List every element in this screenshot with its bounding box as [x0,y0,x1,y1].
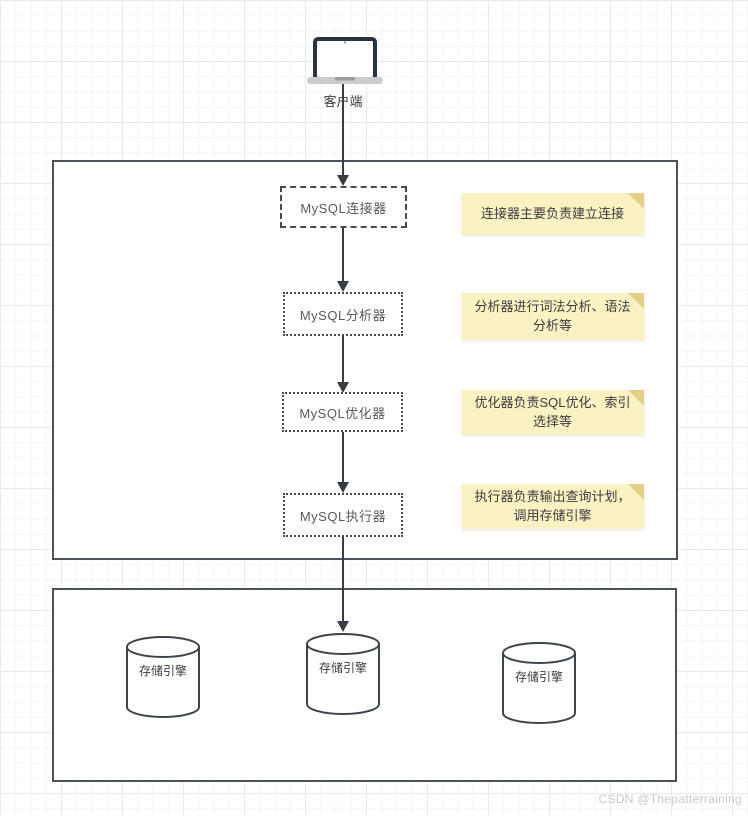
mysql-optimizer-box[interactable]: MySQL优化器 [282,392,403,432]
mysql-executor-label: MySQL执行器 [299,508,387,524]
flow-line-parser-optimizer [342,336,344,382]
flow-line-optimizer-executor [342,432,344,482]
arrow-down-icon [337,482,349,493]
arrow-down-icon [337,382,349,393]
storage-engine-cylinder[interactable]: 存储引擎 [502,642,576,726]
mysql-executor-box[interactable]: MySQL执行器 [283,493,403,537]
optimizer-note: 优化器负责SQL优化、索引选择等 [461,390,644,435]
arrow-down-icon [337,281,349,292]
mysql-parser-box[interactable]: MySQL分析器 [283,292,403,336]
arrow-down-icon [337,621,349,632]
storage-engine-cylinder[interactable]: 存储引擎 [126,636,200,720]
storage-engine-label: 存储引擎 [514,670,563,684]
mysql-connector-box[interactable]: MySQL连接器 [280,186,407,228]
arrow-down-icon [337,175,349,186]
parser-note: 分析器进行词法分析、语法分析等 [461,293,644,340]
executor-note: 执行器负责输出查询计划，调用存储引擎 [461,484,644,529]
laptop-icon [306,37,384,92]
mysql-connector-label: MySQL连接器 [300,200,387,216]
storage-engine-cylinder[interactable]: 存储引擎 [306,633,380,717]
connector-note-text: 连接器主要负责建立连接 [480,205,624,221]
flow-line-connector-parser [342,228,344,281]
parser-note-text: 分析器进行词法分析、语法分析等 [474,298,631,333]
optimizer-note-text: 优化器负责SQL优化、索引选择等 [474,394,631,429]
connector-note: 连接器主要负责建立连接 [461,193,644,235]
client-label: 客户端 [323,94,363,109]
mysql-optimizer-label: MySQL优化器 [299,405,386,421]
storage-engine-label: 存储引擎 [138,664,187,678]
storage-engine-label: 存储引擎 [318,661,367,675]
executor-note-text: 执行器负责输出查询计划，调用存储引擎 [474,488,631,523]
mysql-parser-label: MySQL分析器 [299,307,387,323]
csdn-watermark: CSDN @Thepatterraining [598,792,742,806]
flow-line-client-connector [342,84,344,175]
flow-line-executor-storage [342,537,344,621]
